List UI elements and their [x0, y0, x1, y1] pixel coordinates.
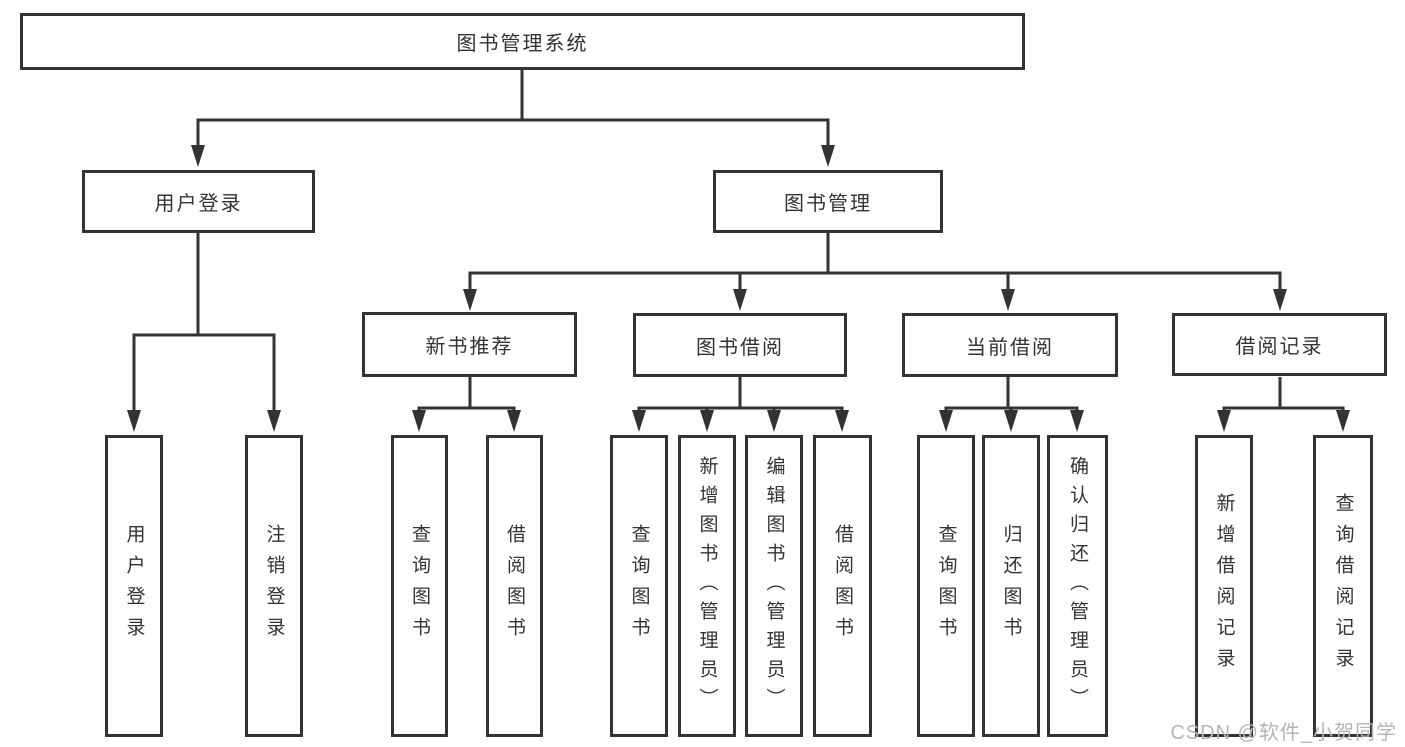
- arrowhead-icon: [1070, 410, 1084, 432]
- arrowhead-icon: [1336, 410, 1350, 432]
- leaf-recommend-borrow-books-label: 借阅图书: [504, 524, 525, 648]
- leaf-logout: 注销登录: [245, 435, 303, 737]
- leaf-borrowing-edit-books-label: 编辑图书（管理员）: [763, 455, 785, 717]
- leaf-borrowing-edit-books: 编辑图书（管理员）: [745, 435, 803, 737]
- node-user-login: 用户登录: [82, 170, 315, 233]
- arrowhead-icon: [267, 410, 281, 432]
- csdn-watermark: CSDN @软件_小贺同学: [1170, 722, 1397, 744]
- leaf-records-query-record-label: 查询借阅记录: [1332, 493, 1354, 679]
- leaf-records-query-record: 查询借阅记录: [1313, 435, 1373, 737]
- leaf-borrowing-query-books: 查询图书: [610, 435, 668, 737]
- leaf-borrowing-borrow-books: 借阅图书: [813, 435, 872, 737]
- node-root: 图书管理系统: [20, 13, 1025, 70]
- leaf-recommend-query-books-label: 查询图书: [409, 524, 430, 648]
- leaf-current-query-books: 查询图书: [917, 435, 975, 737]
- arrowhead-icon: [127, 410, 141, 432]
- arrowhead-icon: [835, 410, 849, 432]
- node-borrowing-records-label: 借阅记录: [1235, 336, 1324, 358]
- leaf-records-add-record: 新增借阅记录: [1195, 435, 1253, 737]
- leaf-borrowing-add-books-label: 新增图书（管理员）: [696, 455, 718, 717]
- arrowhead-icon: [632, 410, 646, 432]
- arrowhead-icon: [939, 410, 953, 432]
- leaf-logout-label: 注销登录: [263, 524, 285, 648]
- node-new-book-recommendation-label: 新书推荐: [425, 336, 514, 358]
- arrowhead-icon: [1273, 289, 1287, 311]
- node-current-borrowing-label: 当前借阅: [966, 336, 1054, 359]
- leaf-current-confirm-return: 确认归还（管理员）: [1047, 435, 1108, 737]
- leaf-borrowing-query-books-label: 查询图书: [628, 524, 650, 648]
- node-book-management-label: 图书管理: [784, 193, 872, 215]
- arrowhead-icon: [733, 289, 747, 311]
- node-book-borrowing: 图书借阅: [633, 313, 847, 377]
- node-book-borrowing-label: 图书借阅: [696, 336, 784, 359]
- leaf-borrowing-add-books: 新增图书（管理员）: [678, 435, 736, 737]
- leaf-current-query-books-label: 查询图书: [935, 524, 957, 648]
- arrowhead-icon: [412, 410, 426, 432]
- leaf-current-return-books-label: 归还图书: [1000, 524, 1022, 648]
- leaf-current-return-books: 归还图书: [982, 435, 1040, 737]
- arrowhead-icon: [191, 145, 205, 167]
- arrowhead-icon: [1001, 289, 1015, 311]
- node-new-book-recommendation: 新书推荐: [362, 312, 577, 377]
- node-book-management: 图书管理: [713, 170, 943, 233]
- arrowhead-icon: [1004, 410, 1018, 432]
- arrowhead-icon: [463, 289, 477, 311]
- leaf-recommend-query-books: 查询图书: [391, 435, 448, 737]
- leaf-recommend-borrow-books: 借阅图书: [486, 435, 543, 737]
- leaf-records-add-record-label: 新增借阅记录: [1213, 493, 1235, 679]
- node-borrowing-records: 借阅记录: [1172, 313, 1387, 376]
- node-user-login-label: 用户登录: [154, 193, 243, 215]
- leaf-borrowing-borrow-books-label: 借阅图书: [832, 524, 853, 648]
- arrowhead-icon: [507, 410, 521, 432]
- node-current-borrowing: 当前借阅: [902, 313, 1118, 377]
- leaf-user-login-label: 用户登录: [123, 524, 145, 648]
- arrowhead-icon: [767, 410, 781, 432]
- leaf-current-confirm-return-label: 确认归还（管理员）: [1067, 455, 1088, 717]
- arrowhead-icon: [700, 410, 714, 432]
- arrowhead-icon: [821, 145, 835, 167]
- arrowhead-icon: [1217, 410, 1231, 432]
- arrowheads: [127, 145, 1350, 432]
- node-root-label: 图书管理系统: [456, 33, 589, 55]
- leaf-user-login: 用户登录: [105, 435, 163, 737]
